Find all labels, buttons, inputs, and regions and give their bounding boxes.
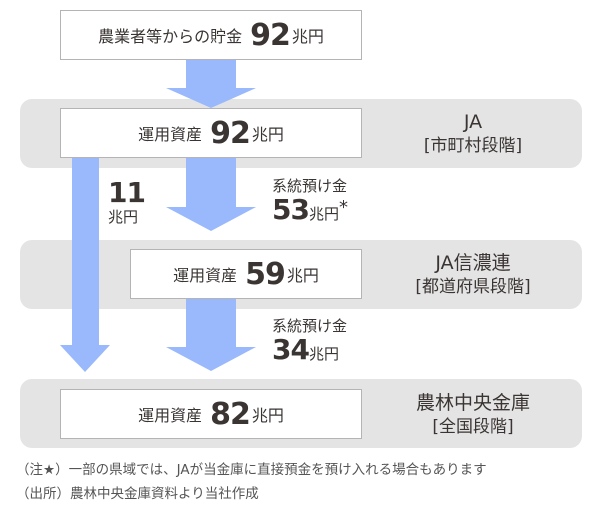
- ja-assets-box: 運用資産 92 兆円: [60, 108, 362, 158]
- shinren-tier: [都道府県段階]: [415, 277, 531, 297]
- norinchukin-assets-unit: 兆円: [251, 406, 284, 425]
- norinchukin-assets-label: 運用資産: [138, 406, 203, 425]
- ja-tier: [市町村段階]: [423, 136, 523, 156]
- norinchukin-tier: [全国段階]: [432, 417, 514, 437]
- arrow-source-to-ja: [166, 60, 256, 108]
- ja-to-shinren-caption: 系統預け金: [272, 177, 348, 195]
- ja-to-shinren-value: 53: [272, 192, 310, 226]
- source-note: （出所）農林中央金庫資料より当社作成: [16, 486, 259, 502]
- arrow-ja-to-shinren: [166, 158, 256, 231]
- source-label: 農業者等からの貯金: [98, 27, 243, 46]
- arrow-ja-to-norinchukin-direct: [60, 158, 110, 372]
- direct-flow-label: 11 兆円: [108, 176, 146, 226]
- ja-name: JA: [463, 111, 483, 133]
- source-box: 農業者等からの貯金 92 兆円: [60, 10, 362, 60]
- ja-title: JA [市町村段階]: [378, 110, 568, 158]
- norinchukin-name: 農林中央金庫: [415, 392, 530, 414]
- shinren-assets-label: 運用資産: [173, 266, 238, 285]
- ja-to-shinren-unit: 兆円: [308, 204, 339, 223]
- footnote-mark: *: [338, 196, 348, 218]
- shinren-assets-value: 59: [245, 256, 286, 292]
- direct-flow-value: 11: [108, 176, 146, 209]
- shinren-to-norinchukin-caption: 系統預け金: [272, 317, 348, 335]
- footnote: （注★）一部の県域では、JAが当金庫に直接預金を預け入れる場合もあります: [16, 462, 487, 478]
- shinren-to-norinchukin-label: 系統預け金 34兆円: [272, 318, 347, 365]
- shinren-assets-unit: 兆円: [286, 266, 319, 285]
- shinren-assets-box: 運用資産 59 兆円: [130, 249, 362, 299]
- source-unit: 兆円: [291, 27, 324, 46]
- arrow-shinren-to-norinchukin: [166, 299, 256, 371]
- shinren-to-norinchukin-unit: 兆円: [308, 344, 339, 363]
- ja-assets-value: 92: [210, 115, 251, 151]
- norinchukin-title: 農林中央金庫 [全国段階]: [378, 391, 568, 439]
- ja-assets-unit: 兆円: [251, 125, 284, 144]
- shinren-name: JA信濃連: [435, 252, 511, 274]
- ja-to-shinren-label: 系統預け金 53兆円*: [272, 178, 348, 225]
- norinchukin-assets-value: 82: [210, 396, 251, 432]
- ja-assets-label: 運用資産: [138, 125, 203, 144]
- shinren-title: JA信濃連 [都道府県段階]: [378, 251, 568, 299]
- direct-flow-unit: 兆円: [108, 207, 139, 226]
- shinren-to-norinchukin-value: 34: [272, 332, 310, 366]
- norinchukin-assets-box: 運用資産 82 兆円: [60, 389, 362, 439]
- source-value: 92: [250, 17, 291, 53]
